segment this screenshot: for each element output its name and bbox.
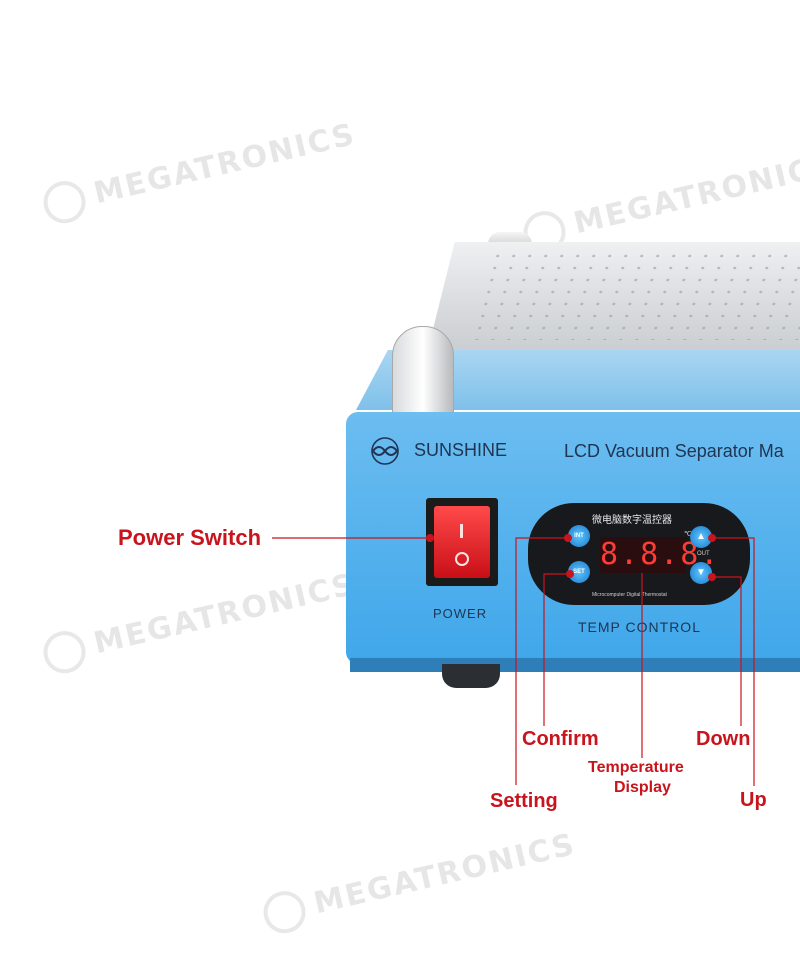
power-rocker[interactable] — [434, 506, 490, 578]
thermostat-subtitle: Microcomputer Digital Thermostat — [592, 592, 667, 598]
callout-setting: Setting — [490, 790, 558, 812]
up-dot — [708, 534, 716, 542]
model-name: LCD Vacuum Separator Ma — [564, 441, 784, 461]
down-leader — [712, 576, 742, 726]
down-dot — [708, 573, 716, 581]
callout-temperature: Temperature — [588, 759, 684, 776]
on-mark-icon — [460, 524, 463, 538]
set-button[interactable]: SET — [568, 561, 590, 583]
setting-leader — [515, 537, 568, 785]
unit-label: ℃ — [684, 531, 692, 538]
power-switch[interactable] — [426, 498, 498, 586]
callout-power-switch: Power Switch — [118, 525, 262, 550]
out-label: OUT — [697, 551, 710, 557]
int-button[interactable]: INT — [568, 525, 590, 547]
brand-name: SUNSHINE — [414, 440, 508, 460]
power-switch-dot — [426, 534, 434, 542]
setting-dot — [564, 534, 572, 542]
sunshine-logo-icon — [371, 437, 399, 465]
down-button[interactable]: ▼ — [690, 562, 712, 584]
up-button[interactable]: ▲ — [690, 526, 712, 548]
rubber-foot — [442, 664, 500, 688]
power-label: POWER — [433, 606, 488, 621]
callout-up: Up — [740, 789, 767, 811]
temp-control-label: TEMP CONTROL — [578, 619, 701, 635]
callout-confirm: Confirm — [522, 728, 599, 750]
thermostat-title: 微电脑数字温控器 — [592, 515, 672, 526]
confirm-leader — [543, 573, 570, 726]
callout-down: Down — [696, 728, 751, 750]
off-mark-icon — [455, 552, 469, 566]
up-leader — [712, 537, 755, 786]
callout-display: Display — [614, 779, 671, 796]
confirm-dot — [566, 570, 574, 578]
